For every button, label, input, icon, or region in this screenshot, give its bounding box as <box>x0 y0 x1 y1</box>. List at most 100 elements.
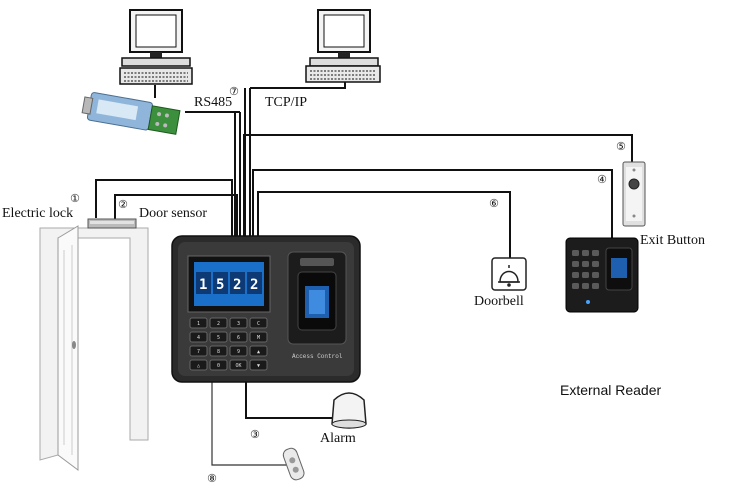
keypad-key-label: 2 <box>217 321 220 327</box>
lcd-digit-2: 5 <box>216 277 224 293</box>
marker-8: ⑧ <box>207 472 217 485</box>
label-alarm: Alarm <box>320 431 356 446</box>
marker-3: ③ <box>250 428 260 441</box>
exit-push-icon <box>628 178 640 190</box>
wire-to-tcpip-computer <box>250 82 346 89</box>
keypad-key[interactable] <box>229 345 248 357</box>
label-exit-button: Exit Button <box>640 233 705 248</box>
wire-door-sensor <box>114 194 238 238</box>
keypad-key-label: C <box>257 321 260 327</box>
db9-connector <box>81 96 94 115</box>
wiring <box>95 82 633 466</box>
terminal-block <box>147 105 181 135</box>
label-doorbell: Doorbell <box>474 294 524 309</box>
lcd-digit-1: 1 <box>199 277 207 293</box>
door <box>39 218 149 471</box>
wire-alarm <box>245 382 335 419</box>
wire-doorbell <box>257 191 511 258</box>
reader-key[interactable] <box>572 272 579 278</box>
keypad-key[interactable] <box>229 359 248 371</box>
keypad-key[interactable] <box>249 331 268 343</box>
computer-tcpip <box>305 9 381 83</box>
keypad-key[interactable] <box>189 317 208 329</box>
marker-4: ④ <box>597 173 607 186</box>
monitor-stand <box>150 52 162 58</box>
keypad-key[interactable] <box>249 359 268 371</box>
keypad-key[interactable] <box>229 317 248 329</box>
label-electric-lock: Electric lock <box>2 206 73 221</box>
computer-base <box>309 57 379 67</box>
keypad-key-label: 0 <box>217 363 220 369</box>
reader-led-icon <box>586 300 590 304</box>
keypad-key-label: △ <box>197 363 200 369</box>
reader-key[interactable] <box>582 272 589 278</box>
keypad-key-label: 6 <box>237 335 240 341</box>
remote-body <box>282 447 305 481</box>
keypad-key[interactable] <box>209 359 228 371</box>
reader-key[interactable] <box>582 283 589 289</box>
keypad-key-label: OK <box>235 363 241 369</box>
computer-rs485 <box>119 9 193 85</box>
rs485-converter <box>81 92 181 135</box>
external-fingerprint-icon <box>611 258 627 278</box>
wire-remote <box>211 382 288 466</box>
lcd-digit-4: 2 <box>250 277 258 293</box>
label-door-sensor: Door sensor <box>139 206 207 221</box>
door-handle <box>72 341 76 349</box>
keypad-key[interactable] <box>229 331 248 343</box>
reader-key[interactable] <box>582 250 589 256</box>
keypad-key[interactable] <box>189 359 208 371</box>
wire-exit-button <box>243 134 633 238</box>
door-frame <box>39 227 149 461</box>
keypad-key[interactable] <box>189 331 208 343</box>
keypad-key-label: 4 <box>197 335 200 341</box>
keypad-key[interactable] <box>209 317 228 329</box>
keypad-key[interactable] <box>209 331 228 343</box>
keypad-key[interactable] <box>189 345 208 357</box>
fingerprint-indicator <box>300 258 334 266</box>
keypad-key-label: M <box>257 335 260 341</box>
alarm-siren <box>331 392 367 429</box>
reader-key[interactable] <box>582 261 589 267</box>
keypad-key-label: 1 <box>197 321 200 327</box>
door-leaf <box>57 225 79 471</box>
marker-2: ② <box>118 198 128 211</box>
reader-key[interactable] <box>592 261 599 267</box>
keypad-key[interactable] <box>249 317 268 329</box>
keypad-key-label: ▲ <box>257 349 260 355</box>
keypad-key[interactable] <box>209 345 228 357</box>
computer-base <box>121 57 191 67</box>
reader-key[interactable] <box>592 283 599 289</box>
external-reader-device <box>565 237 639 313</box>
lcd-digit-3: 2 <box>233 277 241 293</box>
keypad-key-label: 5 <box>217 335 220 341</box>
external-reader-keypad <box>572 250 599 289</box>
keyboard <box>305 65 381 83</box>
keypad-key-label: 8 <box>217 349 220 355</box>
monitor-screen <box>135 14 177 48</box>
keypad-key-label: 7 <box>197 349 200 355</box>
terminal-brand-text: Access Control <box>292 353 343 360</box>
keypad-key[interactable] <box>249 345 268 357</box>
keypad-key-label: ▼ <box>257 363 260 369</box>
exit-button-device <box>622 161 646 227</box>
label-external-reader: External Reader <box>560 382 662 398</box>
reader-key[interactable] <box>592 250 599 256</box>
doorbell-device <box>491 257 527 291</box>
label-tcpip: TCP/IP <box>265 95 307 110</box>
marker-7: ⑦ <box>229 85 239 98</box>
reader-key[interactable] <box>592 272 599 278</box>
marker-1: ① <box>70 192 80 205</box>
reader-key[interactable] <box>572 250 579 256</box>
remote-control <box>282 447 305 481</box>
marker-5: ⑤ <box>616 140 626 153</box>
keypad-key-label: 3 <box>237 321 240 327</box>
reader-key[interactable] <box>572 261 579 267</box>
monitor-stand <box>338 52 350 58</box>
label-rs485: RS485 <box>194 95 232 110</box>
marker-6: ⑥ <box>489 197 499 210</box>
reader-key[interactable] <box>572 283 579 289</box>
